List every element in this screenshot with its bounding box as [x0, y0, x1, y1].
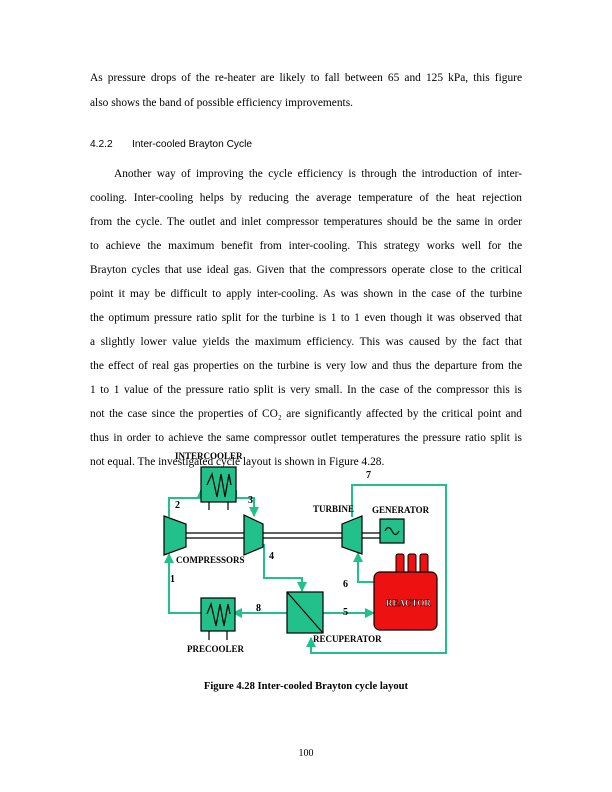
shaft [186, 532, 380, 539]
state-point-1: 1 [170, 574, 175, 585]
text-line: also shows the band of possible efficien… [90, 97, 353, 109]
compressor-2 [243, 514, 264, 556]
text-line: point it may be difficult to apply inter… [90, 288, 522, 300]
text-line: cooling. Inter-cooling helps by reducing… [90, 192, 522, 204]
text-line: Another way of improving the cycle effic… [114, 168, 522, 180]
section-number: 4.2.2 [90, 139, 113, 150]
state-point-4: 4 [269, 551, 274, 562]
text-line: Brayton cycles that use ideal gas. Given… [90, 264, 522, 276]
state-point-5: 5 [343, 607, 348, 618]
pipe-4-to-recuperator [263, 544, 307, 592]
section-title: Inter-cooled Brayton Cycle [132, 139, 253, 150]
pipe-6-to-turbine [353, 552, 375, 583]
pipe-2-to-intercooler [168, 489, 206, 517]
state-point-7: 7 [366, 470, 371, 481]
compressors-label: COMPRESSORS [176, 555, 245, 565]
precooler-label: PRECOOLER [187, 644, 245, 654]
state-point-2: 2 [175, 500, 180, 511]
recuperator [286, 591, 324, 634]
pipe-1-to-compressor [164, 553, 202, 614]
text-line: a slightly lower value yields the maximu… [90, 336, 522, 348]
text-line: not equal. The investigated cycle layout… [90, 456, 385, 468]
intercooler-box [200, 466, 237, 510]
recuperator-label: RECUPERATOR [313, 634, 382, 644]
generator [379, 518, 405, 544]
text-line: from the cycle. The outlet and inlet com… [90, 216, 522, 228]
precooler-box [200, 597, 236, 640]
figure-caption: Figure 4.28 Inter-cooled Brayton cycle l… [203, 681, 409, 692]
generator-label: GENERATOR [372, 505, 430, 515]
pipe-7-to-recuperator [306, 484, 447, 654]
state-point-6: 6 [343, 579, 348, 590]
reactor [373, 553, 438, 631]
compressor-1 [163, 515, 187, 556]
turbine-label: TURBINE [313, 504, 354, 514]
state-point-3: 3 [248, 495, 253, 506]
state-point-8: 8 [256, 603, 261, 614]
page-number: 100 [298, 748, 314, 759]
text-line: to achieve the maximum benefit from inte… [90, 240, 522, 252]
text-line: the optimum pressure ratio split for the… [90, 312, 522, 324]
text-line: As pressure drops of the re-heater are l… [90, 72, 522, 84]
text-line: 1 to 1 value of the pressure ratio split… [90, 384, 522, 396]
turbine [341, 515, 363, 555]
section-heading: 4.2.2 Inter-cooled Brayton Cycle [90, 139, 252, 150]
text-line: the effect of real gas properties on the… [90, 360, 522, 372]
text-line: not the case since the properties of CO₂… [90, 408, 522, 420]
reactor-label: REACTOR [386, 598, 431, 608]
text-line: thus in order to achieve the same compre… [90, 432, 522, 444]
intercooler-label: INTERCOOLER [175, 451, 243, 461]
